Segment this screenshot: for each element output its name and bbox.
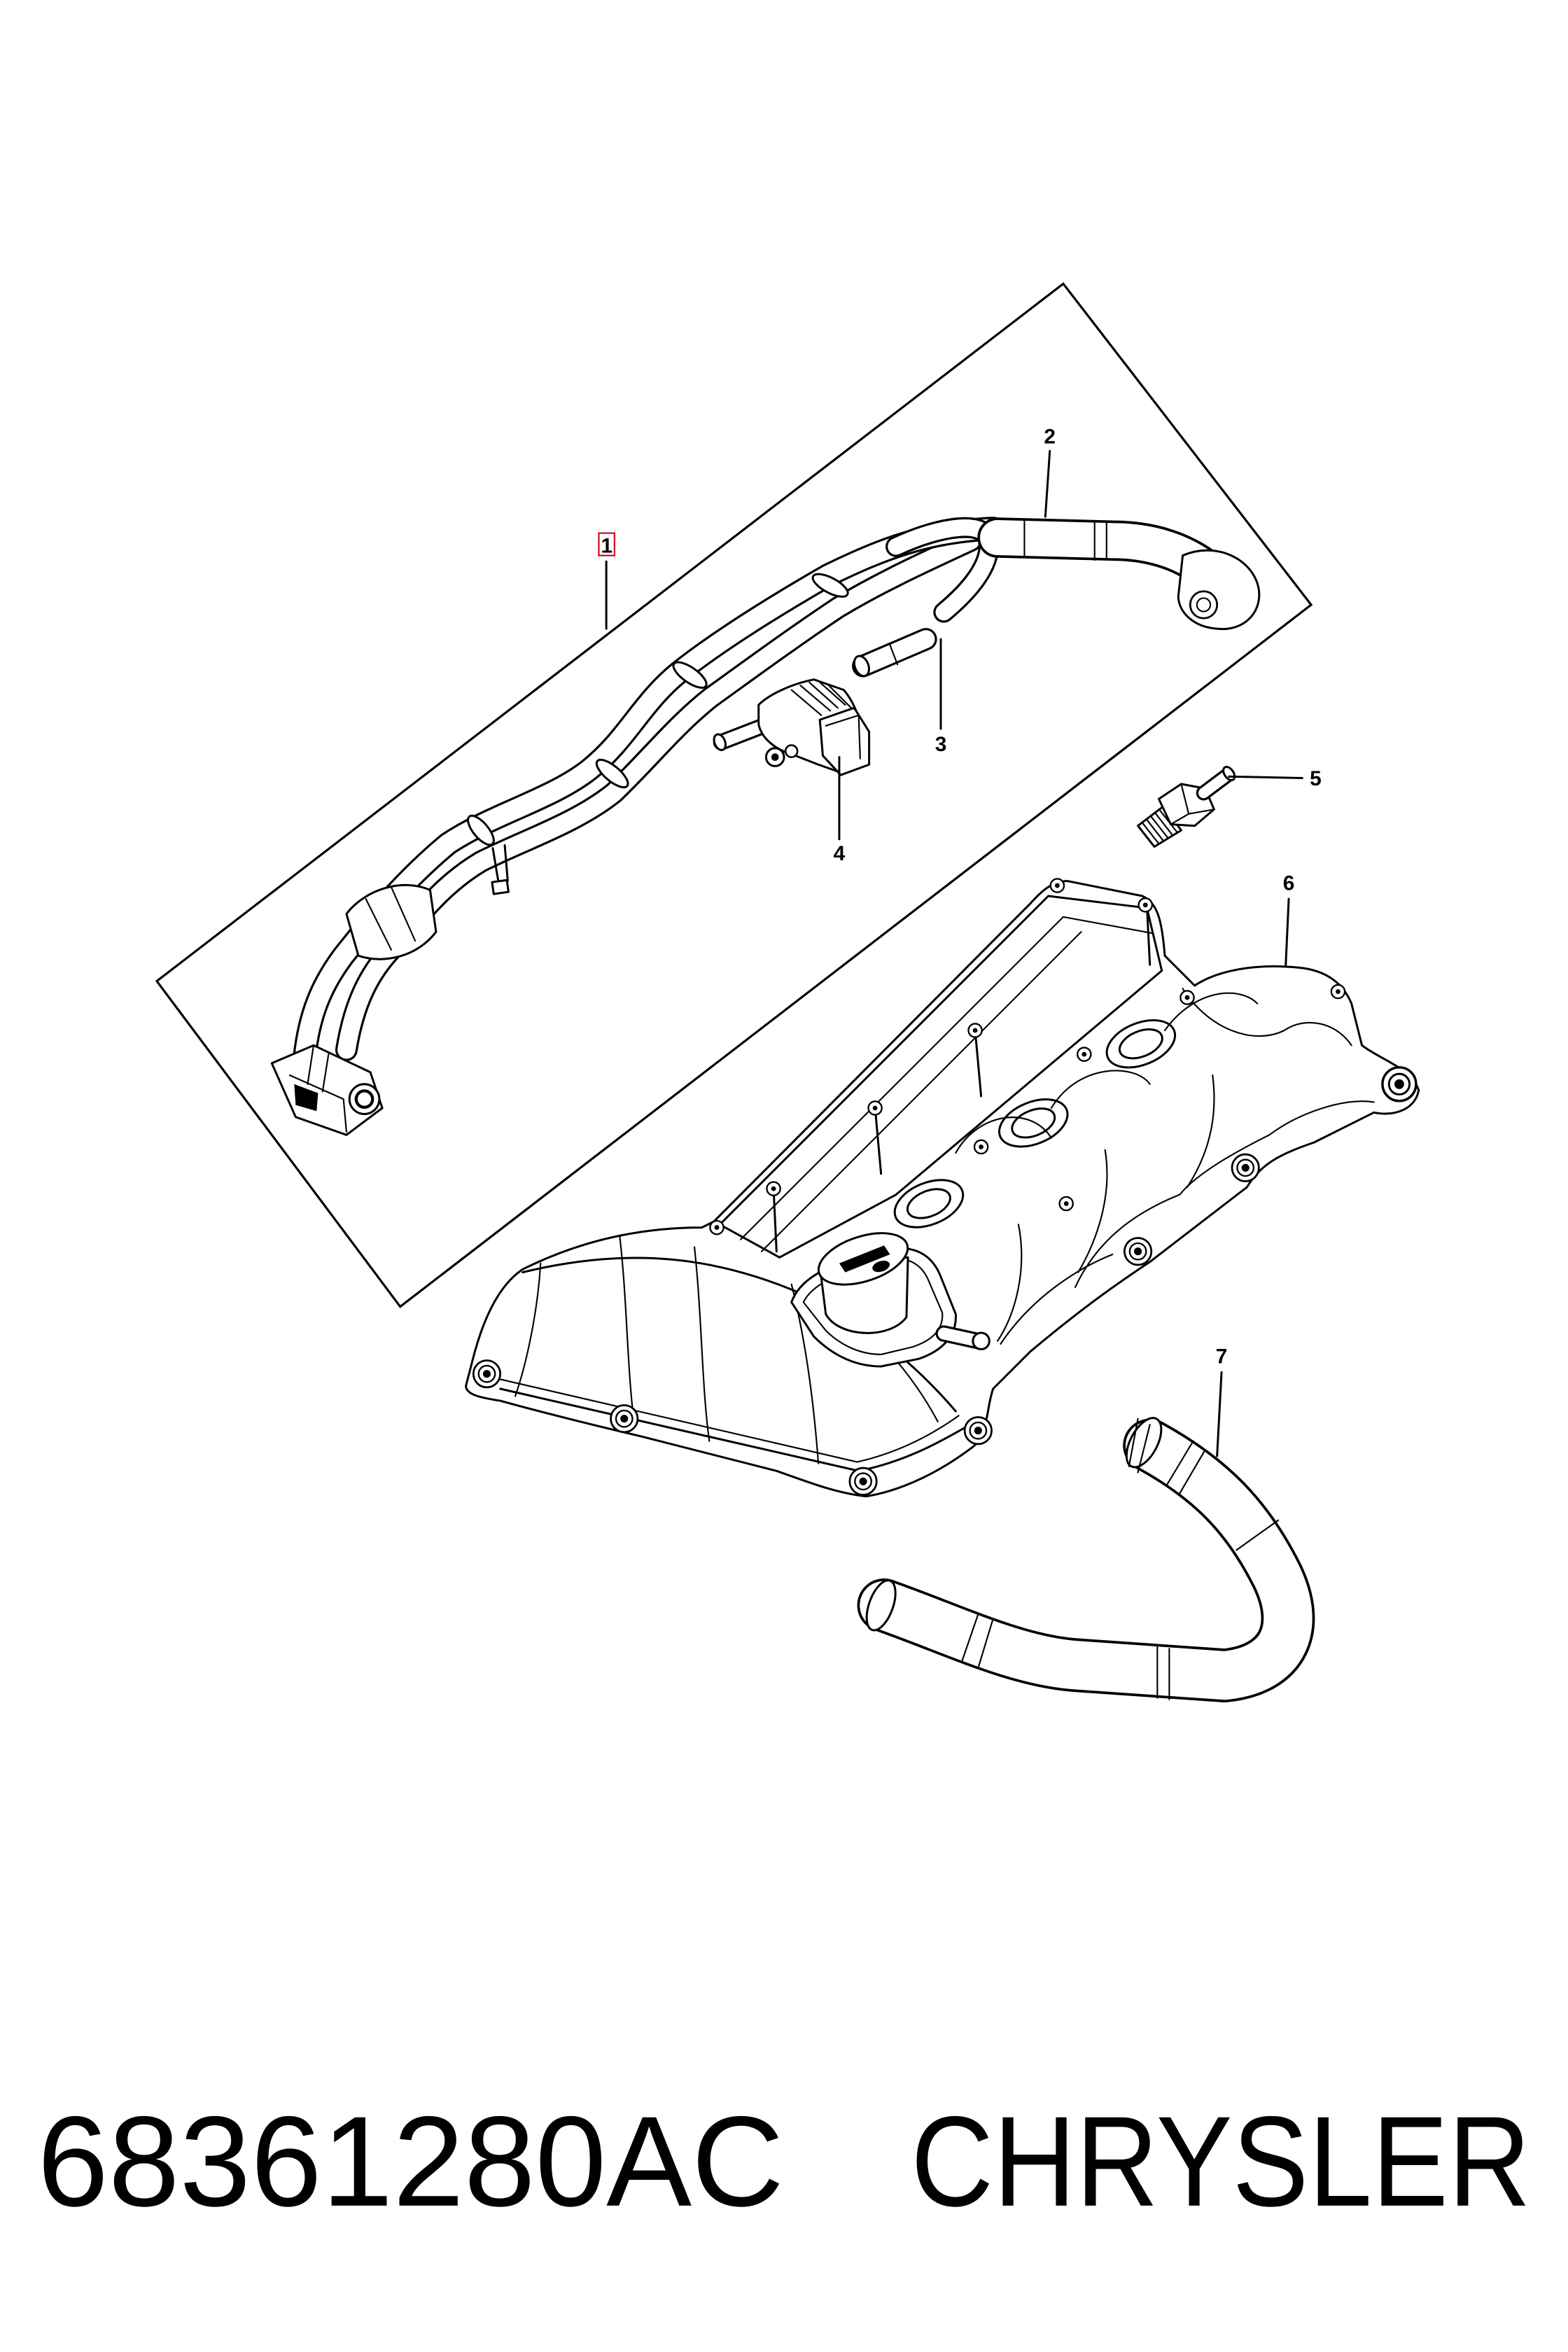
valve-port [784, 744, 799, 758]
hose-7-top-end [1125, 1417, 1163, 1469]
part-4-valve [713, 678, 871, 776]
coil-hole [1011, 1107, 1056, 1139]
callout-7-leader [1216, 1371, 1223, 1457]
short-hose-rib [889, 644, 899, 666]
hose-bracket [345, 884, 438, 960]
cover-stud [973, 1139, 989, 1155]
cover-stud [766, 1181, 781, 1196]
sensor-nipple-fill [1198, 769, 1233, 799]
hose-secondary-outline [335, 529, 982, 1061]
part-6-valve-cover [465, 878, 1420, 1498]
hose-main-fill [295, 519, 1003, 1068]
connector-edges [288, 1044, 347, 1133]
cover-dome-lower-edge [499, 1387, 969, 1472]
cover-bolt [1381, 1066, 1418, 1102]
sensor-hex-edges [1170, 783, 1215, 825]
hose-clip [467, 814, 495, 846]
hose-stud-tip [491, 878, 510, 895]
hose-main-outline [293, 517, 1005, 1070]
callout-5-leader [1228, 775, 1303, 779]
cover-spine-posts [772, 904, 1152, 1253]
cover-stud [1077, 1046, 1092, 1062]
part-3-short-hose [852, 628, 937, 678]
assembly-outline-box [155, 282, 1313, 1308]
hose-clip [672, 661, 708, 689]
connector-latch [294, 1084, 318, 1112]
elbow-port-hole [1189, 590, 1219, 620]
hose-clip [595, 758, 629, 789]
callout-6-leader [1284, 897, 1290, 966]
hose-7-bottom-end [865, 1579, 897, 1632]
hose-7-section-lines [960, 1440, 1280, 1700]
valve-connector-edge [825, 714, 861, 760]
cover-bolt [1124, 1237, 1153, 1266]
cover-pockets [955, 988, 1375, 1345]
hose-stud [491, 844, 509, 886]
hose-7-fill [860, 1421, 1312, 1700]
cover-bolt [610, 1404, 639, 1434]
hose-rib [1023, 519, 1107, 561]
cover-stud [1180, 990, 1195, 1005]
cover-stud [867, 1100, 883, 1116]
part-5-sensor [1137, 766, 1236, 848]
part-number-caption: 68361280AC [37, 2090, 784, 2233]
callout-3: 3 [935, 733, 947, 756]
valve-nozzle-end [713, 733, 727, 751]
brand-caption: CHRYSLER [911, 2090, 1530, 2233]
cover-spine-lines [740, 916, 1154, 1252]
coil-hole [906, 1188, 951, 1219]
sensor-thread-lines [1141, 810, 1178, 845]
connector-round-port [348, 1083, 381, 1115]
cover-stud [709, 1219, 724, 1236]
hose-elbow-fitting [1177, 549, 1261, 631]
callouts: 1 2 3 4 5 6 7 [598, 426, 1322, 1457]
cover-dome-creases [514, 1236, 939, 1464]
valve-connector [818, 706, 871, 776]
short-hose-end [853, 654, 870, 678]
hose-secondary-fill [337, 531, 980, 1059]
callout-2: 2 [1044, 426, 1056, 449]
pcv-fitting-end [972, 1331, 990, 1350]
hose-7-top-ribs [1128, 1418, 1151, 1474]
coil-hole [1118, 1028, 1163, 1060]
valve-dome-ribs [790, 680, 853, 716]
callout-1-box [598, 532, 615, 556]
hose-bracket-detail [365, 886, 416, 951]
cover-stud [1058, 1196, 1074, 1212]
cover-stud [1049, 878, 1065, 893]
oil-cap-grip [839, 1245, 890, 1273]
oil-cap-logo [872, 1260, 890, 1273]
cover-flange-line [489, 1376, 960, 1463]
cover-spine [718, 895, 1163, 1259]
part-2-hose-harness [270, 517, 1261, 1136]
hose-clip [811, 573, 849, 598]
callout-2-leader [1044, 449, 1051, 518]
cover-bolt [963, 1416, 993, 1446]
connector-round-port-inner [354, 1089, 374, 1109]
part-7-hose [857, 1417, 1315, 1702]
short-hose-fill [854, 630, 935, 676]
cover-stud [967, 1023, 983, 1038]
elbow-port-inner [1196, 597, 1212, 612]
callout-5: 5 [1310, 767, 1322, 790]
callout-7: 7 [1216, 1345, 1228, 1368]
callout-6: 6 [1283, 872, 1295, 895]
callout-4: 4 [834, 842, 846, 865]
cover-bolt [848, 1466, 878, 1496]
callout-1: 1 [601, 534, 612, 557]
cover-stud [1138, 897, 1154, 913]
cover-bolt [472, 1359, 502, 1389]
cover-bolt [1231, 1153, 1260, 1182]
valve-port-inner [771, 753, 779, 761]
cover-stud [1330, 983, 1346, 1000]
